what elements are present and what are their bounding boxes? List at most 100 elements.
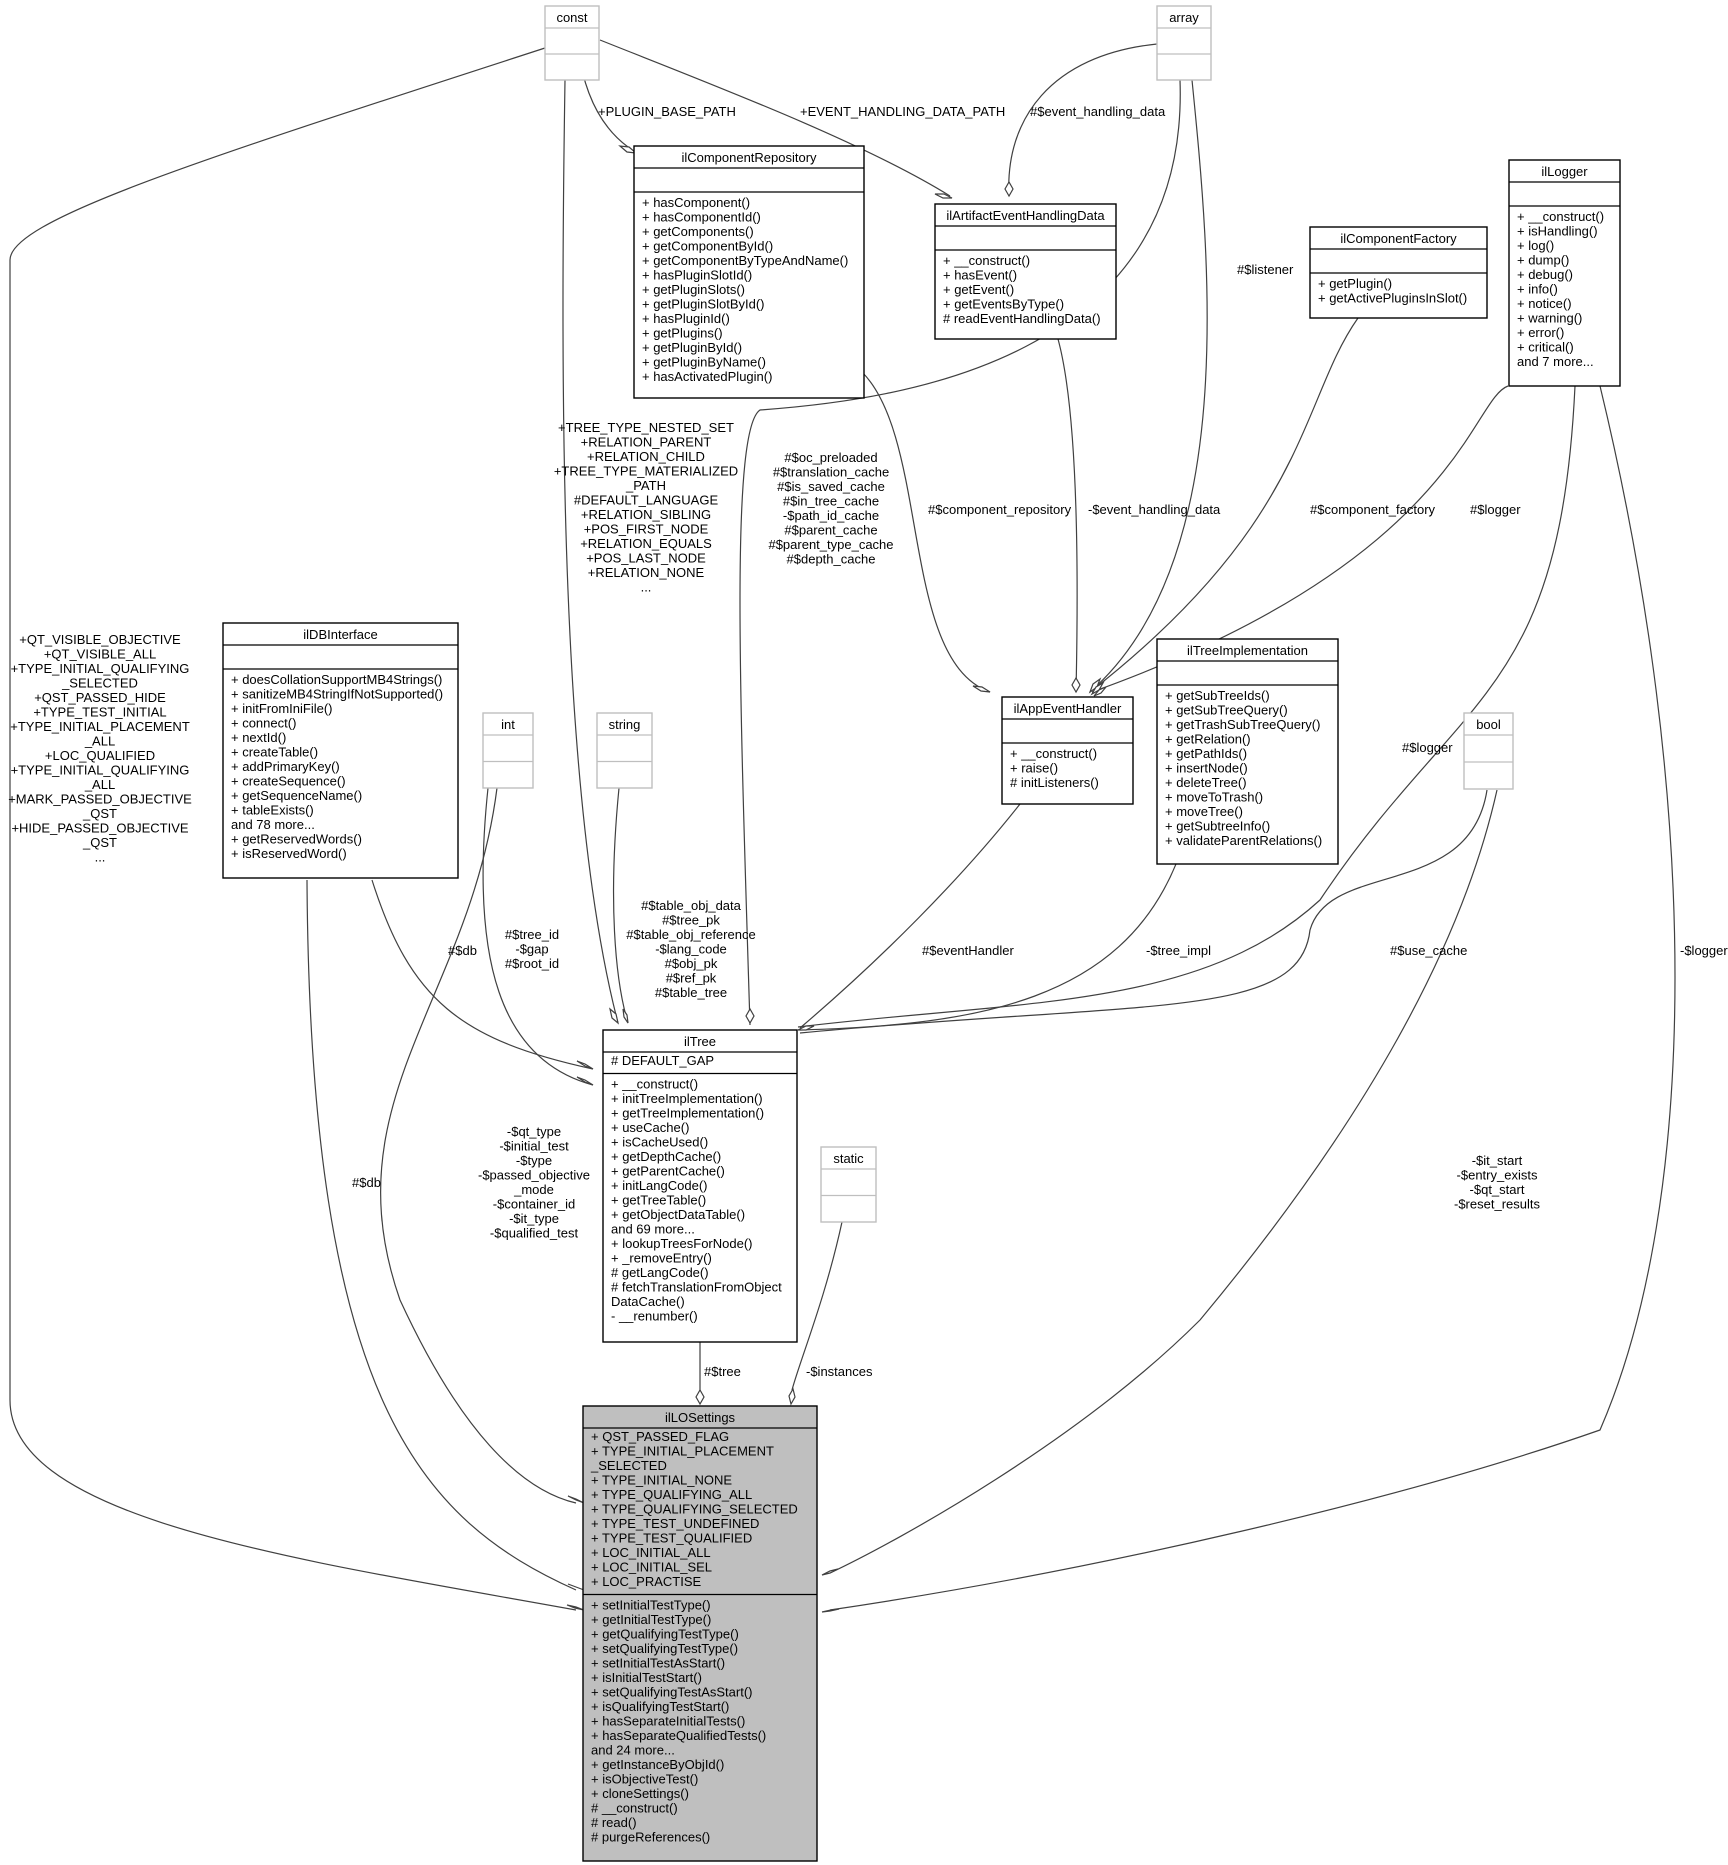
- class-title: string: [609, 717, 641, 732]
- edge-label-line: #$tree_id: [505, 927, 559, 942]
- edge-string-tree: [612, 787, 629, 1024]
- class-method: + hasActivatedPlugin(): [642, 369, 772, 384]
- class-method: + getEventsByType(): [943, 297, 1064, 312]
- class-method: + isObjectiveTest(): [591, 1772, 698, 1787]
- edge-label-line: +TREE_TYPE_NESTED_SET: [558, 420, 734, 435]
- class-method: + hasPluginId(): [642, 311, 730, 326]
- class-node-static[interactable]: static: [820, 1146, 877, 1223]
- edge-label-line: _SELECTED: [61, 676, 138, 691]
- edge-label-line: #$root_id: [505, 956, 559, 971]
- aggregation-diamonds: [566, 145, 1107, 1613]
- class-method: + getComponents(): [642, 224, 754, 239]
- class-method: + getObjectDataTable(): [611, 1207, 745, 1222]
- class-node-il-db-interface[interactable]: ilDBInterface+ doesCollationSupportMB4St…: [222, 622, 459, 879]
- class-method: + getParentCache(): [611, 1164, 725, 1179]
- class-method: + getPluginById(): [642, 340, 742, 355]
- class-attribute: + QST_PASSED_FLAG: [591, 1429, 729, 1444]
- class-node-il-app-event-handler[interactable]: ilAppEventHandler+ __construct()+ raise(…: [1001, 696, 1134, 805]
- class-method: + getComponentById(): [642, 239, 773, 254]
- class-method: + getSequenceName(): [231, 788, 362, 803]
- edge-array-artifact-event: [1008, 43, 1158, 197]
- class-node-bool[interactable]: bool: [1463, 712, 1514, 790]
- class-node-array[interactable]: array: [1156, 5, 1212, 81]
- edge-bool-lo-settings: [829, 789, 1498, 1574]
- class-title: ilTree: [684, 1034, 716, 1049]
- edge-labels: +PLUGIN_BASE_PATH +EVENT_HANDLING_DATA_P…: [8, 104, 1728, 1379]
- aggregation-diamond-icon: [1093, 686, 1107, 697]
- aggregation-diamond-icon: [797, 1025, 815, 1031]
- class-node-il-component-repository[interactable]: ilComponentRepository+ hasComponent()+ h…: [633, 145, 865, 399]
- class-box: [222, 622, 459, 879]
- edge-label-line: +QT_VISIBLE_OBJECTIVE: [19, 632, 181, 647]
- edge-label-line: -$qt_start: [1470, 1182, 1525, 1197]
- class-node-il-tree[interactable]: ilTree# DEFAULT_GAP+ __construct()+ init…: [602, 1029, 798, 1343]
- class-method: # purgeReferences(): [591, 1830, 710, 1845]
- class-method: + getSubTreeIds(): [1165, 688, 1270, 703]
- class-method: + __construct(): [1010, 746, 1097, 761]
- class-method: + getTreeTable(): [611, 1193, 706, 1208]
- class-node-il-component-factory[interactable]: ilComponentFactory+ getPlugin()+ getActi…: [1309, 226, 1488, 319]
- edge-label-line: +TYPE_INITIAL_PLACEMENT: [10, 719, 190, 734]
- edge-label-instances: -$instances: [806, 1364, 873, 1379]
- edge-label-logger-app: #$logger: [1470, 502, 1521, 517]
- class-method: # fetchTranslationFromObject: [611, 1280, 782, 1295]
- class-box: [633, 145, 865, 399]
- class-title: ilLOSettings: [665, 1410, 736, 1425]
- edge-label-event-handler: #$eventHandler: [922, 943, 1014, 958]
- class-node-il-logger[interactable]: ilLogger+ __construct()+ isHandling()+ l…: [1508, 159, 1621, 387]
- class-node-il-lo-settings[interactable]: ilLOSettings+ QST_PASSED_FLAG+ TYPE_INIT…: [582, 1405, 818, 1862]
- edge-const-artifact-event: [599, 39, 951, 197]
- edge-label-line: #$listener: [1237, 262, 1294, 277]
- class-method: and 7 more...: [1517, 354, 1594, 369]
- class-method: + hasSeparateInitialTests(): [591, 1714, 745, 1729]
- class-method: + setQualifyingTestType(): [591, 1641, 738, 1656]
- class-node-string[interactable]: string: [596, 712, 653, 789]
- edge-label-line: -$qualified_test: [490, 1226, 579, 1241]
- class-method: + hasEvent(): [943, 268, 1017, 283]
- class-method: + log(): [1517, 238, 1554, 253]
- edge-label-line: #$use_cache: [1390, 943, 1467, 958]
- edge-label-line: #$table_tree: [655, 985, 727, 1000]
- edge-const-tree: [562, 79, 619, 1024]
- edge-logger-tree: [797, 385, 1576, 1028]
- edge-label-event-handling-data: -$event_handling_data: [1088, 502, 1221, 517]
- edge-label-line: -$event_handling_data: [1088, 502, 1221, 517]
- aggregation-diamond-icon: [576, 1060, 594, 1070]
- edge-label-event-handling-data-path: +EVENT_HANDLING_DATA_PATH: [800, 104, 1005, 119]
- edge-label-line: _ALL: [84, 777, 115, 792]
- edge-label-line: +POS_FIRST_NODE: [584, 522, 709, 537]
- edge-array-app-event-handler: [1089, 79, 1208, 693]
- class-method: + getTreeImplementation(): [611, 1106, 764, 1121]
- class-node-const[interactable]: const: [544, 5, 600, 81]
- aggregation-diamond-icon: [566, 1604, 585, 1611]
- class-attribute: + LOC_INITIAL_ALL: [591, 1545, 711, 1560]
- aggregation-diamond-icon: [1004, 180, 1014, 198]
- edge-label-component-repository: #$component_repository: [928, 502, 1072, 517]
- class-attribute: + LOC_PRACTISE: [591, 1574, 702, 1589]
- aggregation-diamond-icon: [934, 193, 953, 199]
- class-node-il-artifact-event-handling-data[interactable]: ilArtifactEventHandlingData+ __construct…: [934, 203, 1117, 340]
- class-method: + getSubTreeQuery(): [1165, 703, 1288, 718]
- class-method: + isHandling(): [1517, 224, 1598, 239]
- edge-label-lo-constants: +QT_VISIBLE_OBJECTIVE+QT_VISIBLE_ALL+TYP…: [8, 632, 192, 865]
- class-box: [1463, 712, 1514, 790]
- edge-label-tree-impl: -$tree_impl: [1146, 943, 1211, 958]
- class-method: + debug(): [1517, 267, 1573, 282]
- edge-label-line: #$logger: [1402, 740, 1453, 755]
- class-title: ilDBInterface: [303, 627, 377, 642]
- class-method: + getReservedWords(): [231, 832, 362, 847]
- class-method: + notice(): [1517, 296, 1572, 311]
- edge-label-line: +POS_LAST_NODE: [586, 551, 706, 566]
- class-node-int[interactable]: int: [482, 712, 534, 789]
- class-method: + isQualifyingTestStart(): [591, 1699, 729, 1714]
- edge-label-line: +HIDE_PASSED_OBJECTIVE: [11, 821, 188, 836]
- class-title: int: [501, 717, 515, 732]
- class-method: + isInitialTestStart(): [591, 1670, 702, 1685]
- class-node-il-tree-implementation[interactable]: ilTreeImplementation+ getSubTreeIds()+ g…: [1156, 638, 1339, 865]
- edge-label-line: #$table_obj_data: [641, 898, 742, 913]
- edge-label-listener: #$listener: [1237, 262, 1294, 277]
- class-attribute: _SELECTED: [590, 1458, 667, 1473]
- edge-label-line: #$in_tree_cache: [783, 494, 879, 509]
- edge-label-line: -$gap: [515, 942, 548, 957]
- class-method: + info(): [1517, 282, 1558, 297]
